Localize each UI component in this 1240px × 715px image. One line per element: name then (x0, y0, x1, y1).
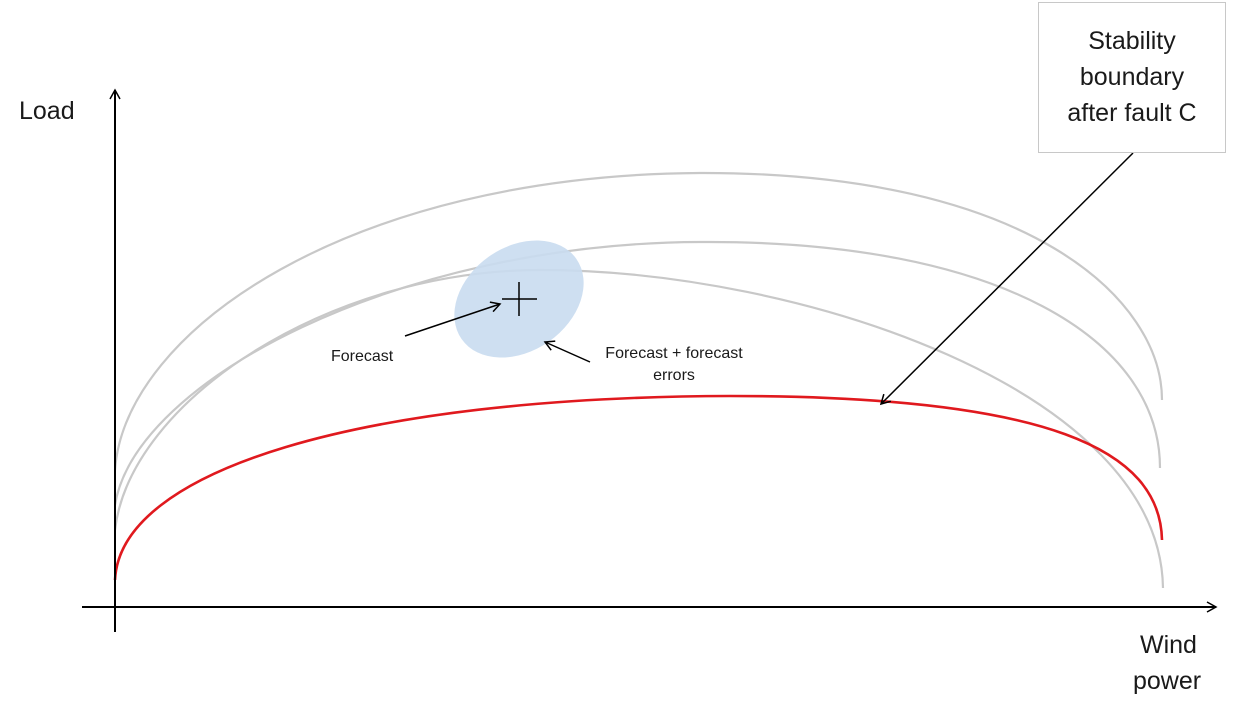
stability-boundary-curve-3 (113, 268, 1165, 589)
x-axis-label-line1: Wind (1140, 631, 1197, 659)
callout-line-3: after fault C (1067, 99, 1197, 127)
callout-line-1: Stability (1088, 27, 1176, 55)
callout-arrow (879, 152, 1134, 406)
stability-boundary-fault-c (113, 394, 1164, 581)
forecast-arrow (404, 301, 502, 337)
forecast-errors-label: Forecast + forecast errors (592, 343, 756, 387)
x-axis-label-line2: power (1133, 667, 1202, 695)
stability-boundary-curve-1 (113, 171, 1164, 471)
forecast-errors-arrow (543, 340, 591, 363)
forecast-errors-label-line1: Forecast + forecast (605, 345, 743, 362)
y-axis-label: Load (19, 97, 75, 125)
forecast-point-marker (502, 282, 537, 316)
forecast-errors-label-line2: errors (653, 367, 695, 384)
callout-line-2: boundary (1079, 63, 1185, 91)
stability-boundary-curve-2 (113, 240, 1162, 506)
stability-boundary-callout: Stability boundary after fault C (1038, 2, 1226, 153)
forecast-label: Forecast (331, 348, 394, 365)
